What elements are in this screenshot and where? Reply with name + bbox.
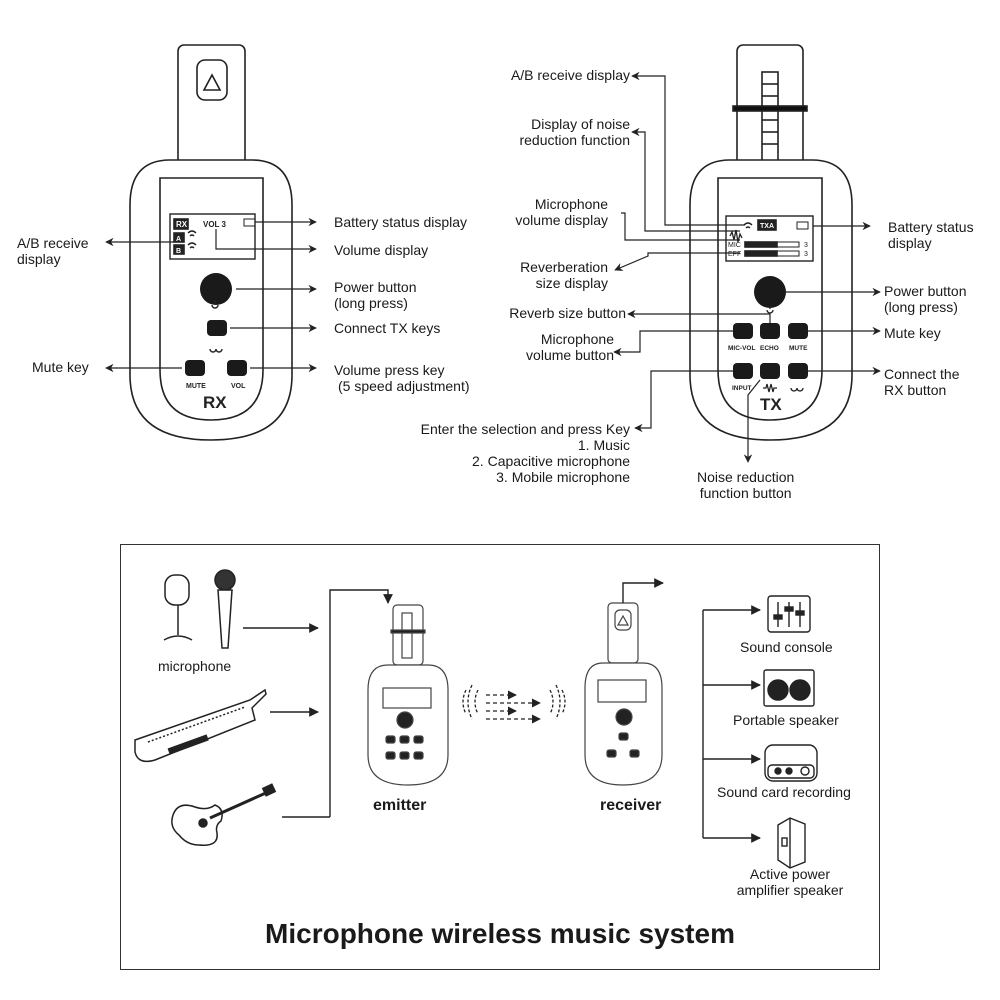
system-diagram-frame xyxy=(120,544,880,970)
rx-callout-mute: Mute key xyxy=(32,359,89,375)
eff-value: 3 xyxy=(804,251,808,258)
rx-name: RX xyxy=(203,393,227,412)
receiver-caption: receiver xyxy=(600,797,662,814)
eff-label: EFF xyxy=(728,251,741,258)
connect-rx-button xyxy=(788,363,808,379)
rx-callout-battery: Battery status display xyxy=(334,214,468,230)
echo-button xyxy=(760,323,780,339)
microphone-caption: microphone xyxy=(158,658,232,674)
tx-callout-power: Power button(long press) xyxy=(884,283,967,315)
tx-mute-button xyxy=(788,323,808,339)
rx-device xyxy=(129,44,293,441)
rx-screen-badge: RX xyxy=(176,220,188,229)
rx-callout-volume: Volume display xyxy=(334,242,429,258)
rx-vol-label: VOL xyxy=(231,383,246,390)
rx-callout-power: Power button(long press) xyxy=(334,279,417,311)
connect-tx-button xyxy=(207,320,227,336)
tx-callout-ab-receive: A/B receive display xyxy=(510,67,630,83)
power-icon xyxy=(211,300,219,309)
system-title: Microphone wireless music system xyxy=(265,918,735,949)
power-button xyxy=(200,273,232,305)
input-label: INPUT xyxy=(732,385,752,392)
triangle-icon xyxy=(202,73,222,91)
vol-button xyxy=(227,360,247,376)
portable-speaker-caption: Portable speaker xyxy=(733,712,839,728)
echo-label: ECHO xyxy=(760,345,779,352)
wifi-icon xyxy=(187,230,197,237)
tx-callout-mute: Mute key xyxy=(884,325,941,341)
tx-screen-badge: TXA xyxy=(760,223,774,230)
mic-label: MIC xyxy=(728,242,741,249)
rx-mute-label: MUTE xyxy=(186,383,206,390)
waveform-icon xyxy=(729,229,743,243)
mic-vol-label: MIC-VOL xyxy=(728,345,755,352)
sound-console-caption: Sound console xyxy=(740,639,833,655)
battery-icon xyxy=(796,221,809,230)
noise-reduction-button xyxy=(760,363,780,379)
sound-card-caption: Sound card recording xyxy=(717,784,851,800)
channel-b: B xyxy=(176,248,181,255)
tx-callout-reverb-button: Reverb size button xyxy=(509,305,626,321)
rx-badge xyxy=(173,218,189,230)
tx-device xyxy=(689,44,853,441)
rx-callout-vol-press: Volume press key(5 speed adjustment) xyxy=(334,362,470,394)
power-icon xyxy=(766,305,774,314)
noise-wave-icon xyxy=(763,383,777,393)
tx-power-button xyxy=(754,276,786,308)
link-icon xyxy=(790,387,804,392)
rx-screen-volume: VOL 3 xyxy=(203,220,227,229)
mic-value: 3 xyxy=(804,242,808,249)
channel-a: A xyxy=(176,236,181,243)
mic-vol-button xyxy=(733,323,753,339)
tx-callout-input: Enter the selection and press Key 1. Mus… xyxy=(420,421,630,485)
link-icon xyxy=(209,348,223,353)
mute-button xyxy=(185,360,205,376)
tx-mute-label: MUTE xyxy=(789,345,808,352)
input-button xyxy=(733,363,753,379)
emitter-caption: emitter xyxy=(373,797,427,814)
rx-callout-connect: Connect TX keys xyxy=(334,320,441,336)
tx-name: TX xyxy=(760,395,782,414)
wifi-icon xyxy=(187,242,197,249)
